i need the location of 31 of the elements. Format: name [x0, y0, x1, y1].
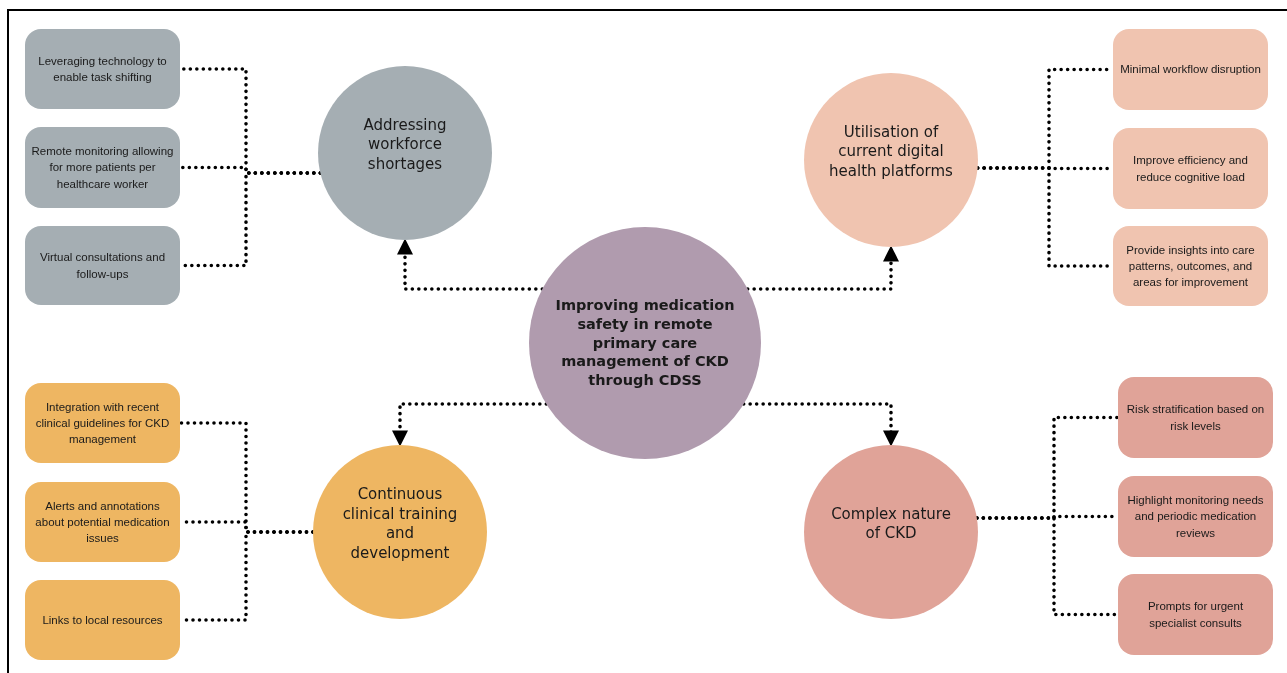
node-label: Utilisation of current digital health platforms	[828, 122, 954, 182]
node-label: Addressing workforce shortages	[362, 115, 448, 175]
node-label: Improve efficiency and reduce cognitive load	[1132, 153, 1249, 185]
node-label: Virtual consultations and follow-ups	[38, 250, 167, 282]
node-label: Integration with recent clinical guidelines for CKD management	[34, 399, 171, 448]
point-card	[1118, 574, 1273, 655]
node-label: Prompts for urgent specialist consults	[1146, 599, 1245, 631]
node-label: Highlight monitoring needs and periodic medication reviews	[1126, 493, 1265, 541]
point-card	[1113, 29, 1268, 110]
node-label: Complex nature of CKD	[830, 504, 952, 544]
node-label: Risk stratification based on risk levels	[1125, 402, 1266, 434]
dotted-arrow	[396, 238, 545, 291]
point-card	[1118, 476, 1273, 557]
node-label: Provide insights into care patterns, outcomes, and areas for improvement	[1125, 242, 1256, 291]
node-label: Improving medication safety in remote primary care management of CKD through CDSS	[555, 295, 735, 391]
node-label: Alerts and annotations about potential medication issues	[34, 498, 171, 547]
node-label: Links to local resources	[42, 612, 163, 628]
node-label: Minimal workflow disruption	[1120, 62, 1261, 78]
point-card	[25, 580, 180, 660]
dotted-arrow	[745, 245, 900, 291]
node-label: Remote monitoring allowing for more patients per healthcare worker	[31, 144, 174, 192]
node-label: Continuous clinical training and development	[341, 485, 459, 563]
point-card	[25, 383, 180, 463]
node-label: Leveraging technology to enable task shifting	[37, 53, 168, 85]
point-card	[1113, 128, 1268, 209]
point-card	[25, 29, 180, 109]
point-card	[1113, 226, 1268, 306]
point-card	[25, 127, 180, 208]
point-card	[25, 482, 180, 562]
point-card	[1118, 377, 1273, 458]
point-card	[25, 226, 180, 305]
